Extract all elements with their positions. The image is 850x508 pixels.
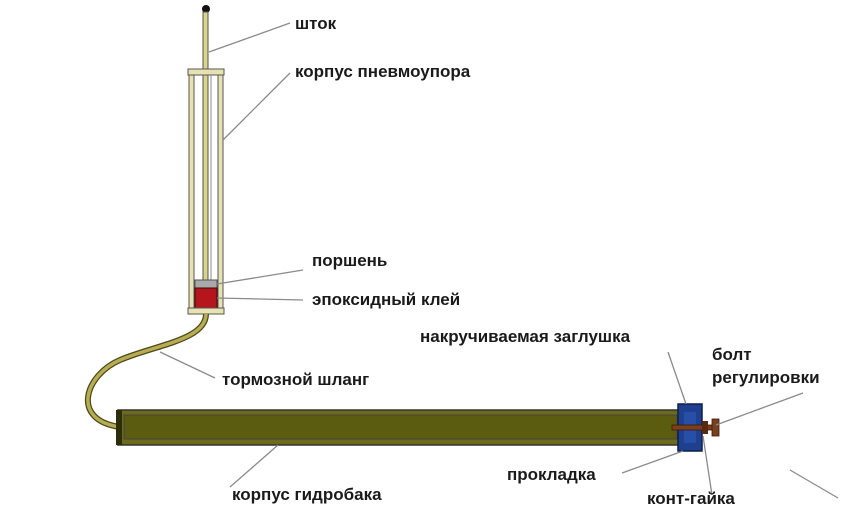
label-rod: шток: [295, 14, 337, 33]
label-screw-cap: накручиваемая заглушка: [420, 327, 631, 346]
leader-tank-body: [229, 444, 279, 488]
label-adjust-bolt-1: болт: [712, 345, 752, 364]
label-piston: поршень: [312, 251, 387, 270]
leader-rod: [208, 22, 291, 53]
label-tank-body: корпус гидробака: [232, 485, 382, 504]
leader-lock-nut-1: [702, 435, 713, 496]
lock-nut: [702, 421, 708, 434]
brake-hose: [86, 313, 208, 429]
tank-inner: [123, 414, 678, 440]
tank-left-end: [116, 410, 122, 445]
leader-epoxy: [216, 297, 304, 301]
leader-lock-nut-2: [789, 469, 839, 499]
cylinder-bottom-cap: [187, 307, 225, 315]
rod: [202, 11, 209, 288]
label-gasket: прокладка: [507, 465, 596, 484]
cylinder-wall-left: [188, 74, 195, 314]
epoxy-fill: [194, 287, 218, 309]
rod-tip: [202, 5, 210, 13]
label-lock-nut: конт-гайка: [647, 489, 735, 508]
label-cylinder-body: корпус пневмоупора: [295, 62, 471, 81]
leader-cylinder-body: [222, 72, 291, 141]
label-brake-hose: тормозной шланг: [222, 370, 369, 389]
cylinder-top-cap: [187, 68, 225, 76]
leader-gasket: [621, 450, 684, 474]
adjust-bolt-head: [711, 418, 720, 437]
leader-piston: [216, 269, 304, 285]
label-adjust-bolt-2: регулировки: [712, 368, 820, 387]
piston: [194, 279, 218, 289]
leader-screw-cap: [667, 351, 687, 405]
leader-adjust-bolt: [715, 392, 804, 426]
leader-brake-hose: [159, 351, 216, 379]
cylinder-wall-right: [217, 74, 224, 314]
label-epoxy: эпоксидный клей: [312, 290, 460, 309]
